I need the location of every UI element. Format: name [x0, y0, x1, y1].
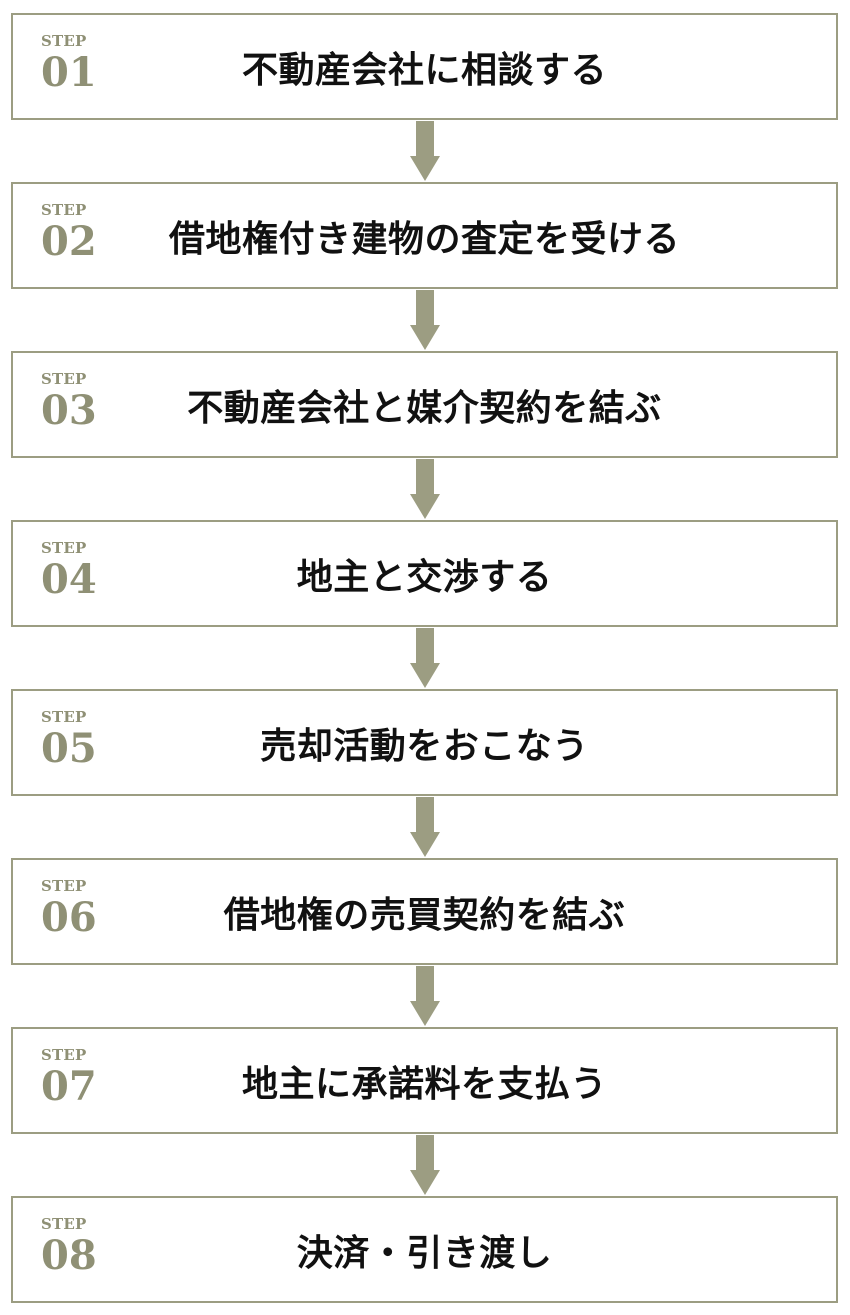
step-number: 07 — [41, 1063, 97, 1110]
step-label: STEP 05 — [41, 710, 101, 769]
step-word: STEP — [41, 1215, 87, 1233]
step-label: STEP 08 — [41, 1217, 101, 1276]
step-number: 01 — [41, 49, 97, 96]
step-word: STEP — [41, 32, 87, 50]
down-arrow-icon — [410, 797, 440, 857]
step-label: STEP 06 — [41, 879, 101, 938]
down-arrow-icon — [410, 290, 440, 350]
step-word: STEP — [41, 370, 87, 388]
step-title: 地主に承諾料を支払う — [241, 1063, 607, 1105]
step-word: STEP — [41, 1046, 87, 1064]
step-label: STEP 01 — [41, 34, 101, 93]
step-number: 02 — [41, 218, 97, 265]
step-number: 04 — [41, 556, 97, 603]
down-arrow-icon — [410, 459, 440, 519]
step-number: 03 — [41, 387, 97, 434]
step-title: 不動産会社と媒介契約を結ぶ — [187, 387, 662, 429]
down-arrow-icon — [410, 628, 440, 688]
step-number: 06 — [41, 894, 97, 941]
step-number: 05 — [41, 725, 97, 772]
step-title: 売却活動をおこなう — [260, 725, 589, 767]
step-box-05: STEP 05 売却活動をおこなう — [11, 689, 838, 796]
step-word: STEP — [41, 877, 87, 895]
step-title: 借地権付き建物の査定を受ける — [168, 218, 680, 260]
step-box-02: STEP 02 借地権付き建物の査定を受ける — [11, 182, 838, 289]
step-title: 不動産会社に相談する — [241, 49, 607, 91]
step-word: STEP — [41, 201, 87, 219]
down-arrow-icon — [410, 966, 440, 1026]
step-title: 決済・引き渡し — [296, 1232, 553, 1274]
step-word: STEP — [41, 708, 87, 726]
step-box-07: STEP 07 地主に承諾料を支払う — [11, 1027, 838, 1134]
step-label: STEP 02 — [41, 203, 101, 262]
step-word: STEP — [41, 539, 87, 557]
step-box-01: STEP 01 不動産会社に相談する — [11, 13, 838, 120]
step-box-04: STEP 04 地主と交渉する — [11, 520, 838, 627]
step-label: STEP 03 — [41, 372, 101, 431]
step-box-03: STEP 03 不動産会社と媒介契約を結ぶ — [11, 351, 838, 458]
step-box-08: STEP 08 決済・引き渡し — [11, 1196, 838, 1303]
step-box-06: STEP 06 借地権の売買契約を結ぶ — [11, 858, 838, 965]
step-number: 08 — [41, 1232, 97, 1279]
step-title: 地主と交渉する — [296, 556, 553, 598]
step-label: STEP 04 — [41, 541, 101, 600]
down-arrow-icon — [410, 121, 440, 181]
step-title: 借地権の売買契約を結ぶ — [223, 894, 626, 936]
down-arrow-icon — [410, 1135, 440, 1195]
step-label: STEP 07 — [41, 1048, 101, 1107]
